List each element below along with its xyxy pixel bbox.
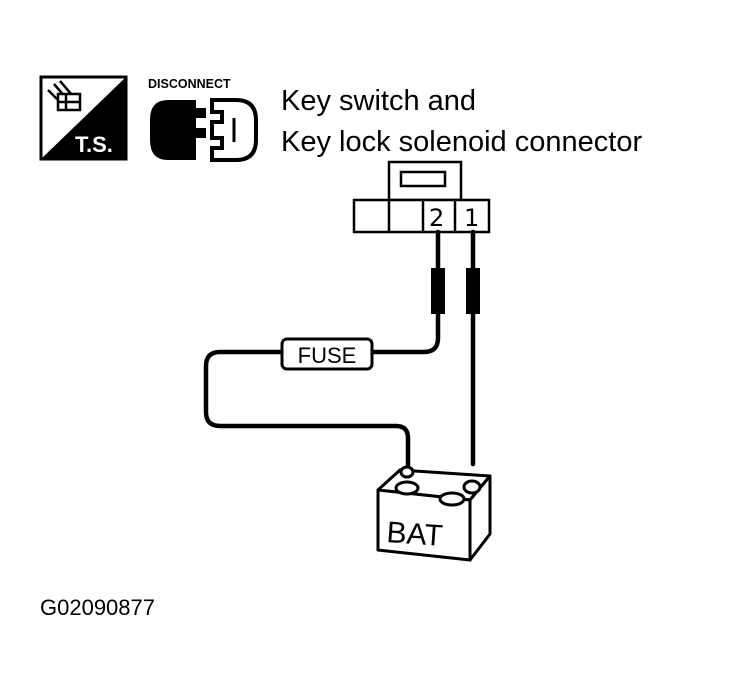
title-line-1: Key switch and [281, 85, 476, 117]
connector-pin-1: 1 [464, 204, 479, 232]
test-service-icon: T.S. [39, 75, 128, 161]
fuse: FUSE [280, 337, 374, 371]
connector [352, 160, 491, 234]
connector-pin-2: 2 [429, 204, 444, 232]
figure-id: G02090877 [40, 595, 155, 620]
ts-label: T.S. [75, 132, 113, 157]
disconnect-label: DISCONNECT [148, 77, 231, 91]
wire-fuse-to-battery [203, 349, 411, 469]
probe-icon [47, 80, 82, 112]
wire-pin-2 [369, 229, 441, 355]
battery-label: BAT [386, 516, 444, 553]
fuse-label: FUSE [298, 343, 357, 368]
disconnect-icon: DISCONNECT [148, 77, 258, 162]
battery [376, 465, 492, 562]
probe-tip-pin-1 [466, 268, 480, 314]
title-line-2: Key lock solenoid connector [281, 126, 642, 158]
probe-tip-pin-2 [431, 268, 445, 314]
